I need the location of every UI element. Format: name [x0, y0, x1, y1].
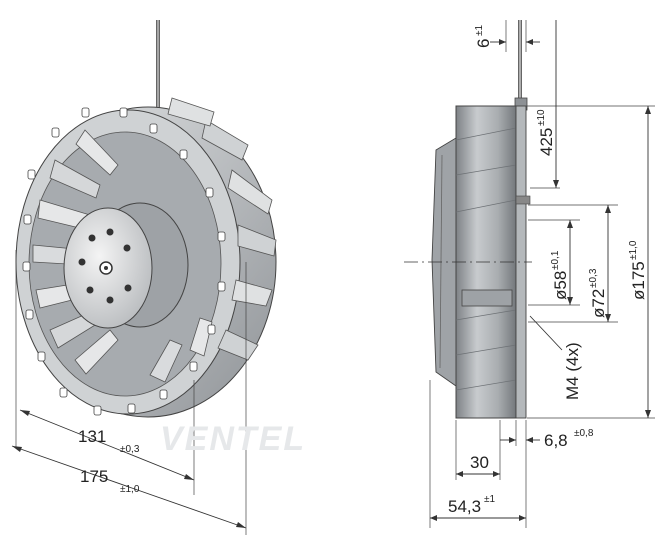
thread-label: M4 (4x): [563, 342, 582, 400]
dim-425-value: 425: [537, 128, 556, 156]
dim-6-value: 6: [474, 39, 493, 48]
dim-d175-tol: ±1,0: [628, 240, 639, 260]
dim-d72-tol: ±0,3: [588, 268, 599, 288]
hub-holes: [78, 228, 132, 304]
watermark: VENTEL: [160, 420, 306, 458]
dim-d175-value: ø175: [629, 261, 648, 300]
front-dimensions: [11, 250, 247, 535]
side-extension-lines: [429, 20, 655, 528]
dim-54-3-value: 54,3: [448, 497, 481, 516]
dim-6-8-tol: ±0,8: [574, 428, 594, 439]
outer-blades: [167, 97, 277, 361]
dim-d58-value: ø58: [551, 271, 570, 300]
dim-6-tol: ±1: [474, 25, 485, 36]
dim-6-8-value: 6,8: [544, 431, 568, 450]
dim-425-tol: ±10: [536, 109, 547, 126]
dim-175-tol: ±1,0: [120, 484, 140, 495]
dim-131-value: 131: [78, 427, 106, 446]
dim-d72-value: ø72: [589, 289, 608, 318]
fan-side-view: 6 ±1 425 ±10 ø58 ±0,1 ø72 ±0,3 ø175 ±1,0…: [404, 20, 655, 528]
ring-rivets: [22, 107, 226, 416]
fan-front-view: VENTEL 131 ±0,3 175 ±1,0: [11, 20, 306, 535]
dim-30-value: 30: [470, 453, 489, 472]
dim-175-value: 175: [80, 467, 108, 486]
side-dimension-lines: [430, 20, 651, 521]
dim-d58-tol: ±0,1: [550, 250, 561, 270]
dim-131-tol: ±0,3: [120, 444, 140, 455]
dim-54-3-tol: ±1: [484, 494, 495, 505]
